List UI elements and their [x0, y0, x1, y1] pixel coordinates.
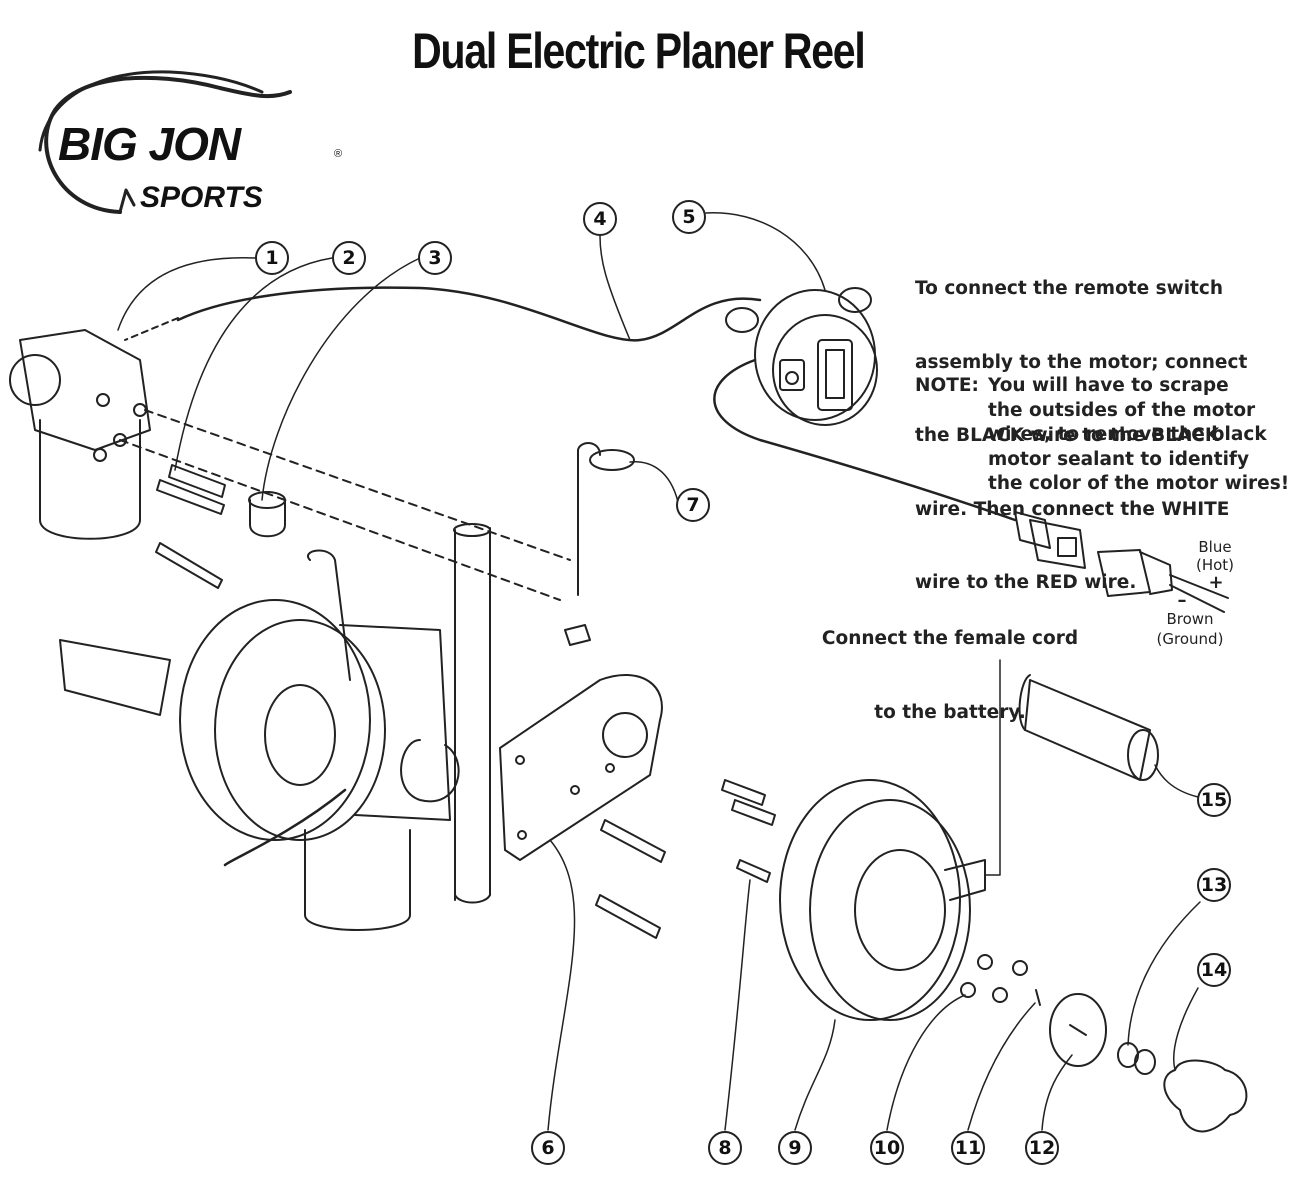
rod-tube [453, 523, 491, 904]
hot-label: (Hot) [1195, 556, 1235, 574]
big-jon-logo: BIG JON SPORTS ® [38, 70, 342, 214]
callout-13: 13 [1197, 868, 1231, 902]
right-reel [779, 659, 1001, 1021]
j-hook [564, 442, 635, 646]
remote-switch [725, 287, 878, 426]
left-motor [9, 329, 571, 601]
bolts-right [595, 779, 776, 939]
callout-1: 1 [255, 241, 289, 275]
battery-note-line: Connect the female cord [821, 628, 1079, 649]
small-hardware [960, 954, 1107, 1067]
battery-note-line: to the battery. [874, 701, 1026, 723]
plus-symbol: + [1208, 572, 1224, 593]
bolts-upper-left [155, 464, 226, 589]
instruction-line: wire. Then connect the WHITE [915, 498, 1230, 520]
callout-12: 12 [1025, 1131, 1059, 1165]
svg-text:®: ® [334, 148, 342, 160]
note-line: wires, to remove the black [988, 424, 1267, 445]
leader-lines [117, 212, 1201, 1131]
male-plug [1014, 511, 1086, 569]
brown-label: Brown [1166, 610, 1214, 628]
svg-text:BIG JON: BIG JON [58, 118, 242, 170]
callout-10: 10 [870, 1131, 904, 1165]
instruction-line: wire to the RED wire. [915, 572, 1137, 593]
handle-knob [1018, 674, 1159, 781]
diagram-title: Dual Electric Planer Reel [412, 23, 866, 79]
instruction-line: assembly to the motor; connect [915, 351, 1248, 373]
ground-label: (Ground) [1156, 630, 1224, 648]
switch-wire [176, 286, 762, 342]
instruction-line: To connect the remote switch [915, 278, 1224, 299]
spacer [248, 491, 286, 538]
callout-7: 7 [676, 488, 710, 522]
note-prefix: NOTE: [915, 375, 979, 396]
battery-note: Connect the female cord to the battery. [820, 578, 1080, 774]
note-line: the outsides of the motor [988, 399, 1256, 421]
washers-star-knob [1117, 1042, 1248, 1133]
connect-instructions: To connect the remote switch assembly to… [915, 228, 1247, 645]
scrape-note: NOTE: You will have to scrape the outsid… [915, 374, 1289, 570]
callout-3: 3 [418, 241, 452, 275]
power-cord [713, 358, 1017, 522]
callout-5: 5 [672, 200, 706, 234]
mounting-bracket [499, 674, 663, 861]
callout-14: 14 [1197, 953, 1231, 987]
instruction-line: the BLACK wire to the BLACK [915, 425, 1220, 446]
callout-11: 11 [951, 1131, 985, 1165]
callout-8: 8 [708, 1131, 742, 1165]
female-plug [1097, 549, 1229, 613]
callout-4: 4 [583, 202, 617, 236]
note-line: motor sealant to identify [988, 448, 1250, 470]
callout-9: 9 [778, 1131, 812, 1165]
note-line: You will have to scrape [988, 375, 1229, 396]
minus-symbol: – [1177, 590, 1187, 611]
svg-text:SPORTS: SPORTS [140, 181, 263, 214]
callout-15: 15 [1197, 783, 1231, 817]
blue-label: Blue [1198, 538, 1232, 556]
left-reel-assembly [59, 549, 460, 931]
note-line: the color of the motor wires! [988, 473, 1290, 494]
callout-6: 6 [531, 1131, 565, 1165]
callout-2: 2 [332, 241, 366, 275]
